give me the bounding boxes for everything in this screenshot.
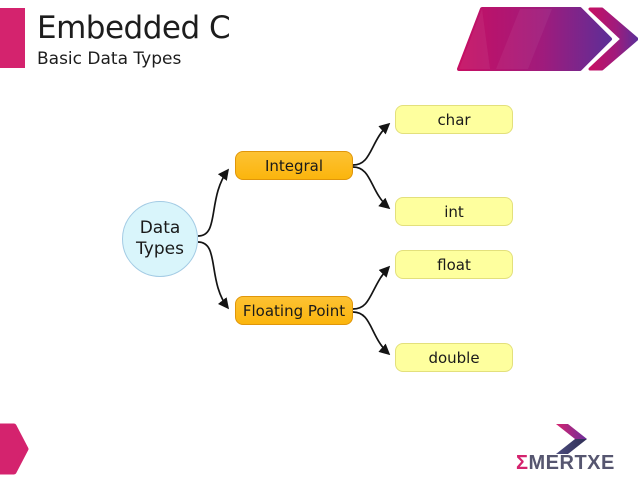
brand-logo: ΣMERTXE <box>516 424 630 474</box>
node-integral: Integral <box>235 151 353 180</box>
brand-name: ΣMERTXE <box>516 452 630 474</box>
node-float: float <box>395 250 513 279</box>
node-floating-point: Floating Point <box>235 296 353 325</box>
node-data-types: Data Types <box>122 201 198 277</box>
slide-subtitle: Basic Data Types <box>37 49 182 69</box>
bottom-left-arrow-decoration <box>0 423 29 475</box>
node-double: double <box>395 343 513 372</box>
node-char: char <box>395 105 513 134</box>
banner-arrow-decoration <box>457 7 638 71</box>
brand-sigma: Σ <box>516 452 529 474</box>
brand-word: MERTXE <box>528 452 615 474</box>
title-accent-bar <box>0 8 25 68</box>
node-int: int <box>395 197 513 226</box>
chevron-logo-icon <box>556 424 587 454</box>
slide-title: Embedded C <box>37 10 231 46</box>
